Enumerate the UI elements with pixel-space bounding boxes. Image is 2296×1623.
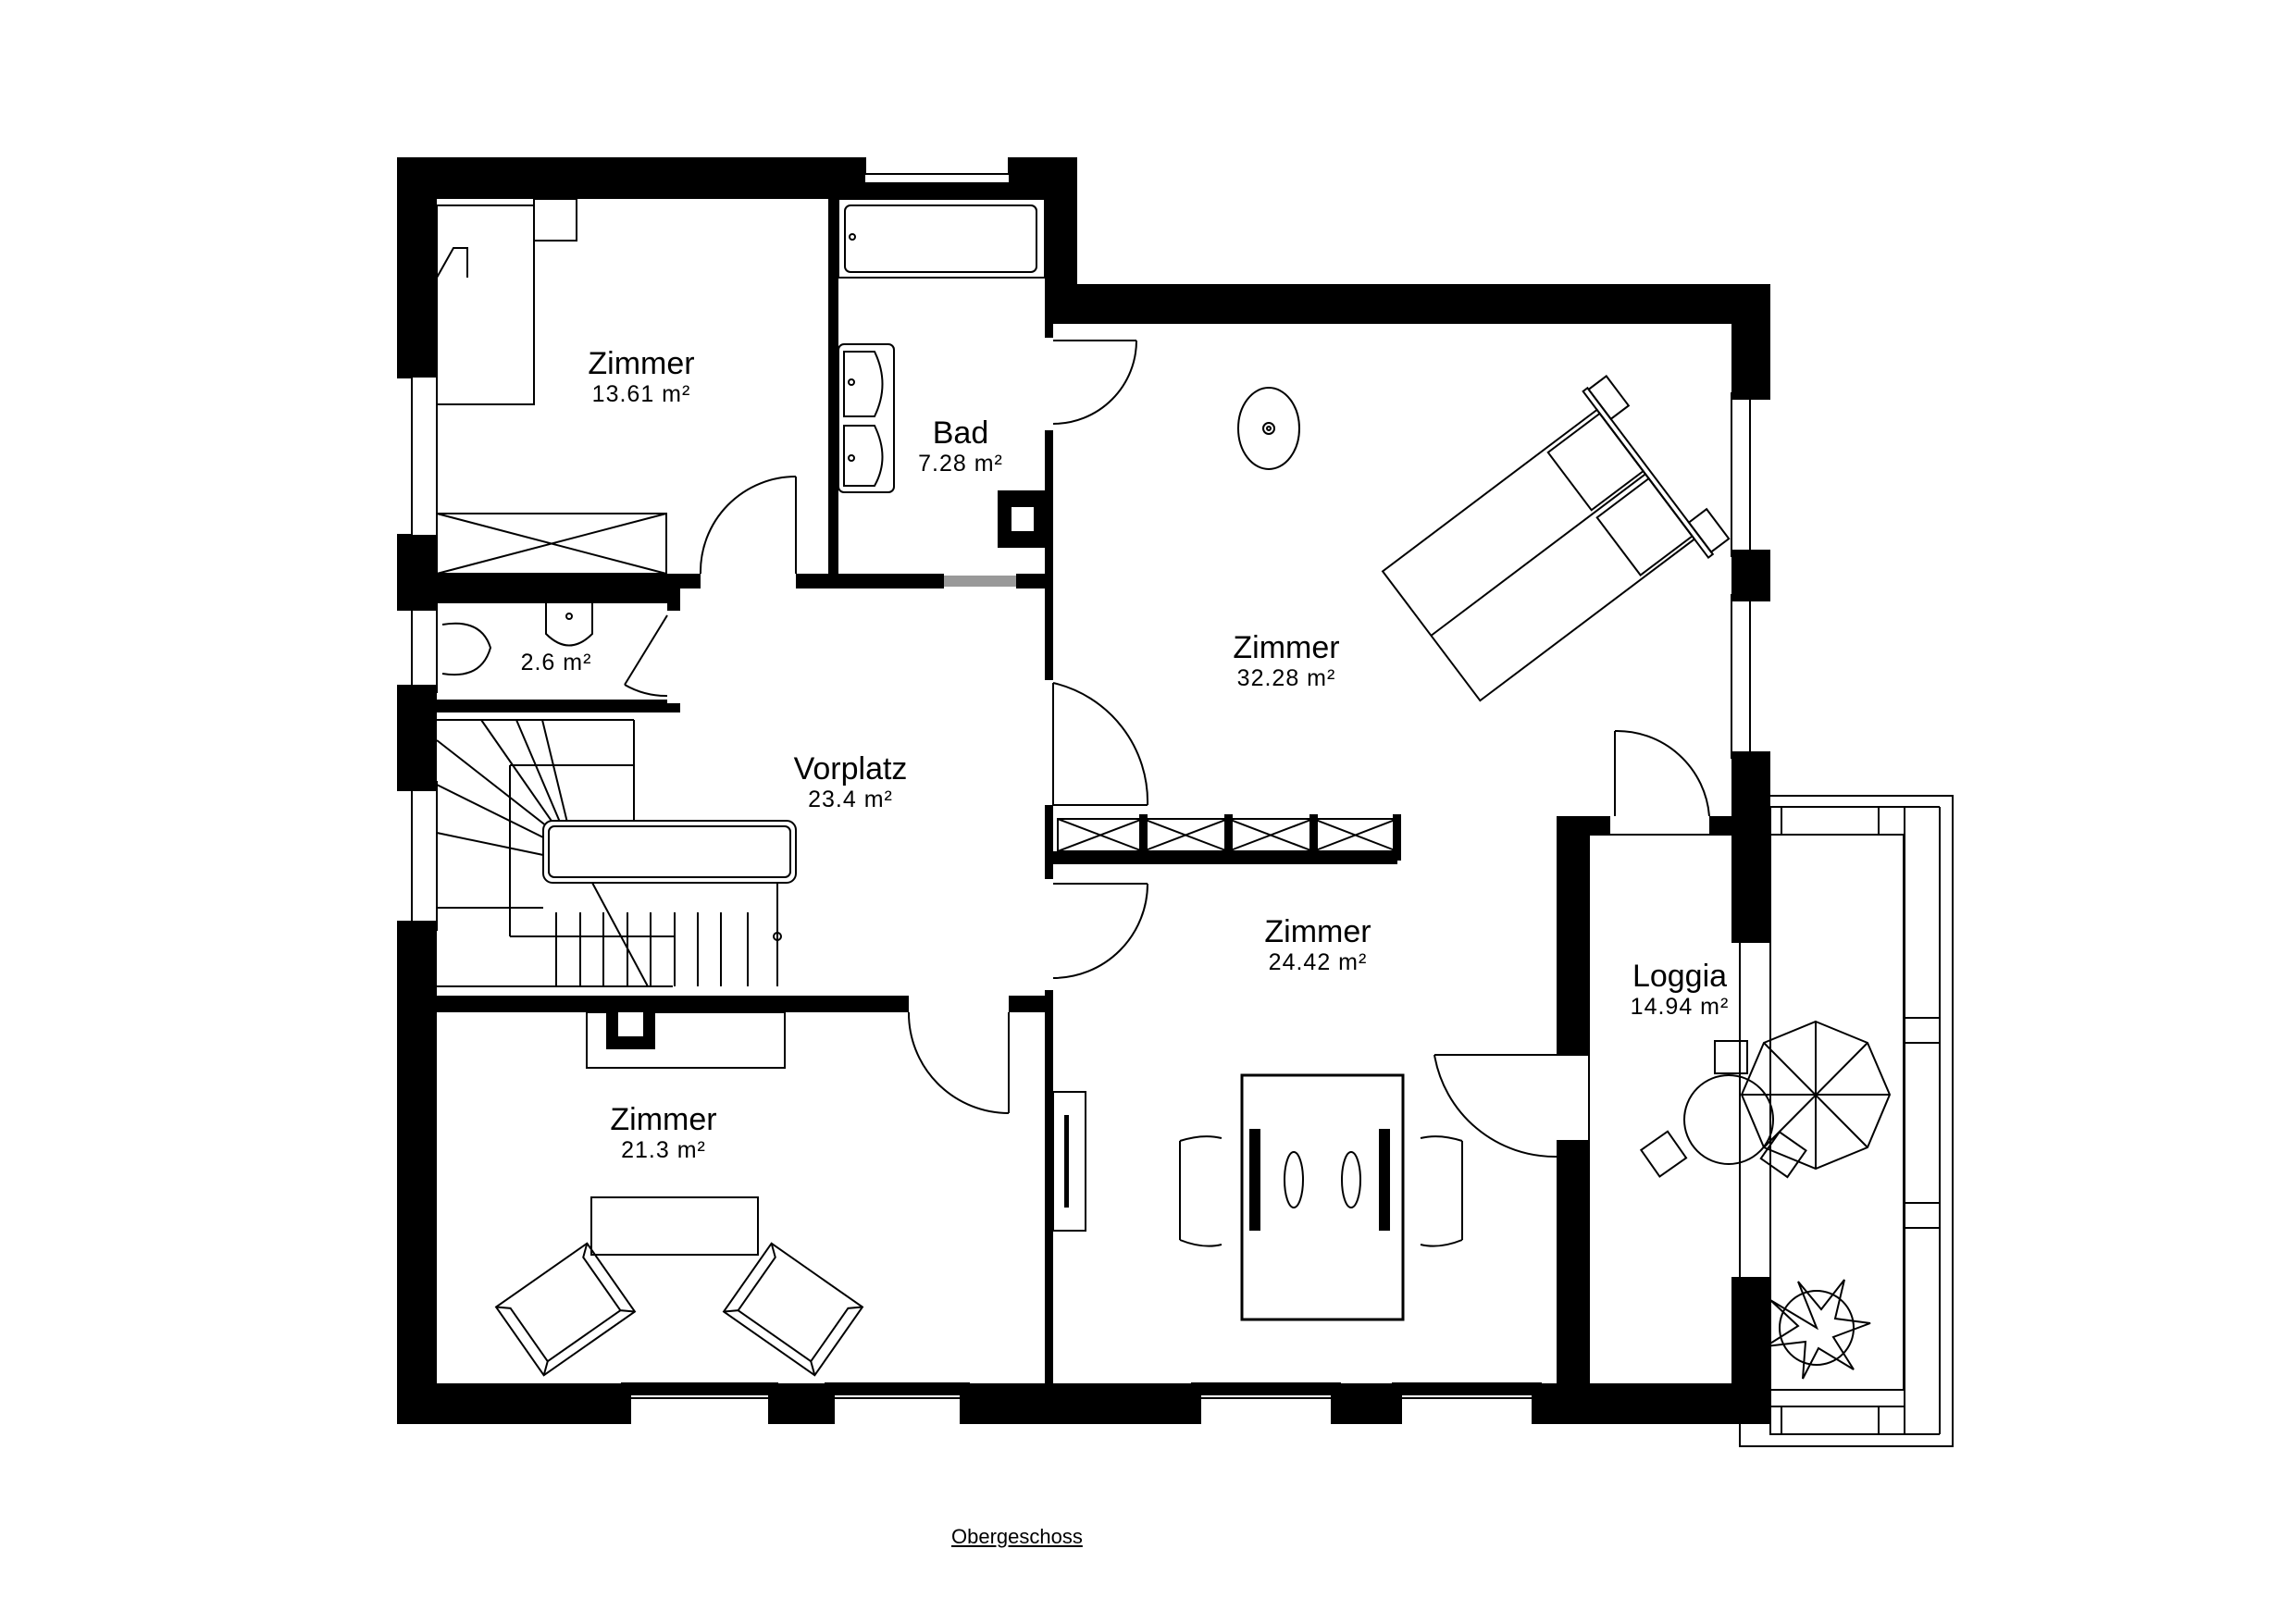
room-name: Loggia	[1632, 959, 1728, 994]
chair-icon	[1759, 1130, 1807, 1179]
room-name: Vorplatz	[793, 751, 908, 787]
room-name: Zimmer	[1264, 914, 1371, 949]
interior-walls	[437, 199, 1770, 1424]
bed-icon	[436, 204, 535, 405]
doors	[624, 338, 1710, 1158]
room-area: 24.42 m²	[1268, 949, 1368, 975]
toilet-icon	[441, 622, 492, 676]
room-area: 2.6 m²	[520, 650, 592, 675]
room-name: Zimmer	[610, 1102, 717, 1137]
lamp-icon	[1237, 387, 1300, 470]
staircase	[436, 719, 797, 987]
room-name: Zimmer	[588, 346, 695, 381]
tv-stand-icon	[1052, 1091, 1086, 1232]
room-name: Bad	[932, 415, 989, 451]
chair-icon	[1714, 1040, 1748, 1074]
room-label-zimmer-1: Zimmer 13.61 m²	[588, 348, 694, 406]
windows	[397, 157, 1770, 1424]
room-name: Zimmer	[1233, 630, 1340, 665]
sink-icon	[838, 343, 895, 493]
round-table-icon	[1683, 1074, 1774, 1165]
coffee-table-icon	[590, 1196, 759, 1256]
room-area: 13.61 m²	[591, 381, 691, 407]
room-area: 32.28 m²	[1236, 665, 1336, 691]
plant-icon	[1765, 1279, 1871, 1380]
armchair-icon	[494, 1242, 637, 1377]
room-label-wc: 2.6 m²	[521, 648, 592, 675]
room-label-zimmer-2: Zimmer 32.28 m²	[1233, 632, 1339, 690]
floor-title: Obergeschoss	[951, 1525, 1083, 1548]
room-area: 7.28 m²	[918, 451, 1003, 477]
room-label-zimmer-4: Zimmer 21.3 m²	[610, 1104, 716, 1162]
room-label-vorplatz: Vorplatz 23.4 m²	[794, 753, 908, 812]
chair-icon	[1639, 1130, 1688, 1178]
room-area: 23.4 m²	[808, 787, 893, 812]
table-icon	[1240, 1073, 1405, 1321]
room-area: 21.3 m²	[621, 1137, 706, 1163]
armchair-icon	[722, 1242, 864, 1377]
wc-sink-icon	[545, 603, 593, 647]
bathtub-icon	[838, 198, 1046, 279]
room-label-bad: Bad 7.28 m²	[918, 417, 1003, 476]
balcony-frame	[1739, 795, 1954, 1447]
room-label-loggia: Loggia 14.94 m²	[1631, 960, 1730, 1019]
wardrobe-row	[1057, 814, 1401, 861]
double-bed-icon	[1381, 375, 1731, 702]
room-area: 14.94 m²	[1630, 994, 1730, 1020]
wardrobe-icon	[436, 513, 667, 575]
furniture	[436, 198, 1954, 1447]
room-label-zimmer-3: Zimmer 24.42 m²	[1264, 916, 1371, 974]
